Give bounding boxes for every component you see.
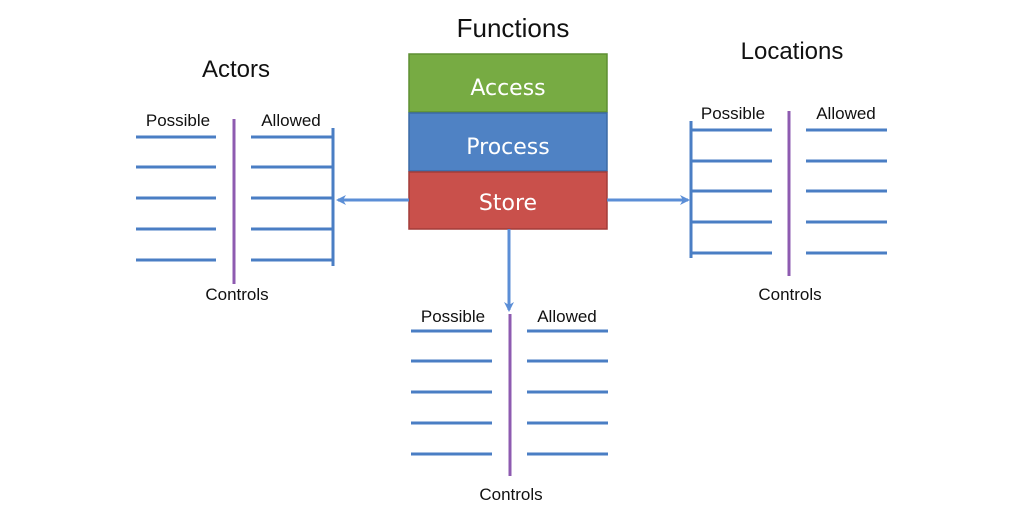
process-label: Process: [466, 135, 549, 160]
bottom-allowed-label: Allowed: [537, 307, 597, 326]
store-layer: [408, 171, 608, 230]
locations-group: Locations Possible Allowed Controls: [689, 38, 887, 304]
process-layer: [408, 112, 608, 172]
locations-title: Locations: [741, 38, 844, 65]
access-label: Access: [470, 76, 545, 101]
locations-allowed-label: Allowed: [816, 104, 876, 123]
access-layer: [408, 53, 608, 113]
functions-stack: Access Process Store: [408, 53, 608, 230]
store-label: Store: [479, 191, 537, 216]
locations-possible-label: Possible: [701, 104, 765, 123]
locations-controls-label: Controls: [758, 285, 821, 304]
bottom-controls-group: Possible Allowed Controls: [411, 307, 608, 504]
actors-possible-label: Possible: [146, 111, 210, 130]
actors-group: Actors Possible Allowed Controls: [136, 56, 335, 304]
actors-controls-label: Controls: [205, 285, 268, 304]
bottom-controls-label: Controls: [479, 485, 542, 504]
functions-title: Functions: [457, 13, 570, 43]
actors-allowed-label: Allowed: [261, 111, 321, 130]
bottom-possible-label: Possible: [421, 307, 485, 326]
actors-title: Actors: [202, 56, 270, 83]
